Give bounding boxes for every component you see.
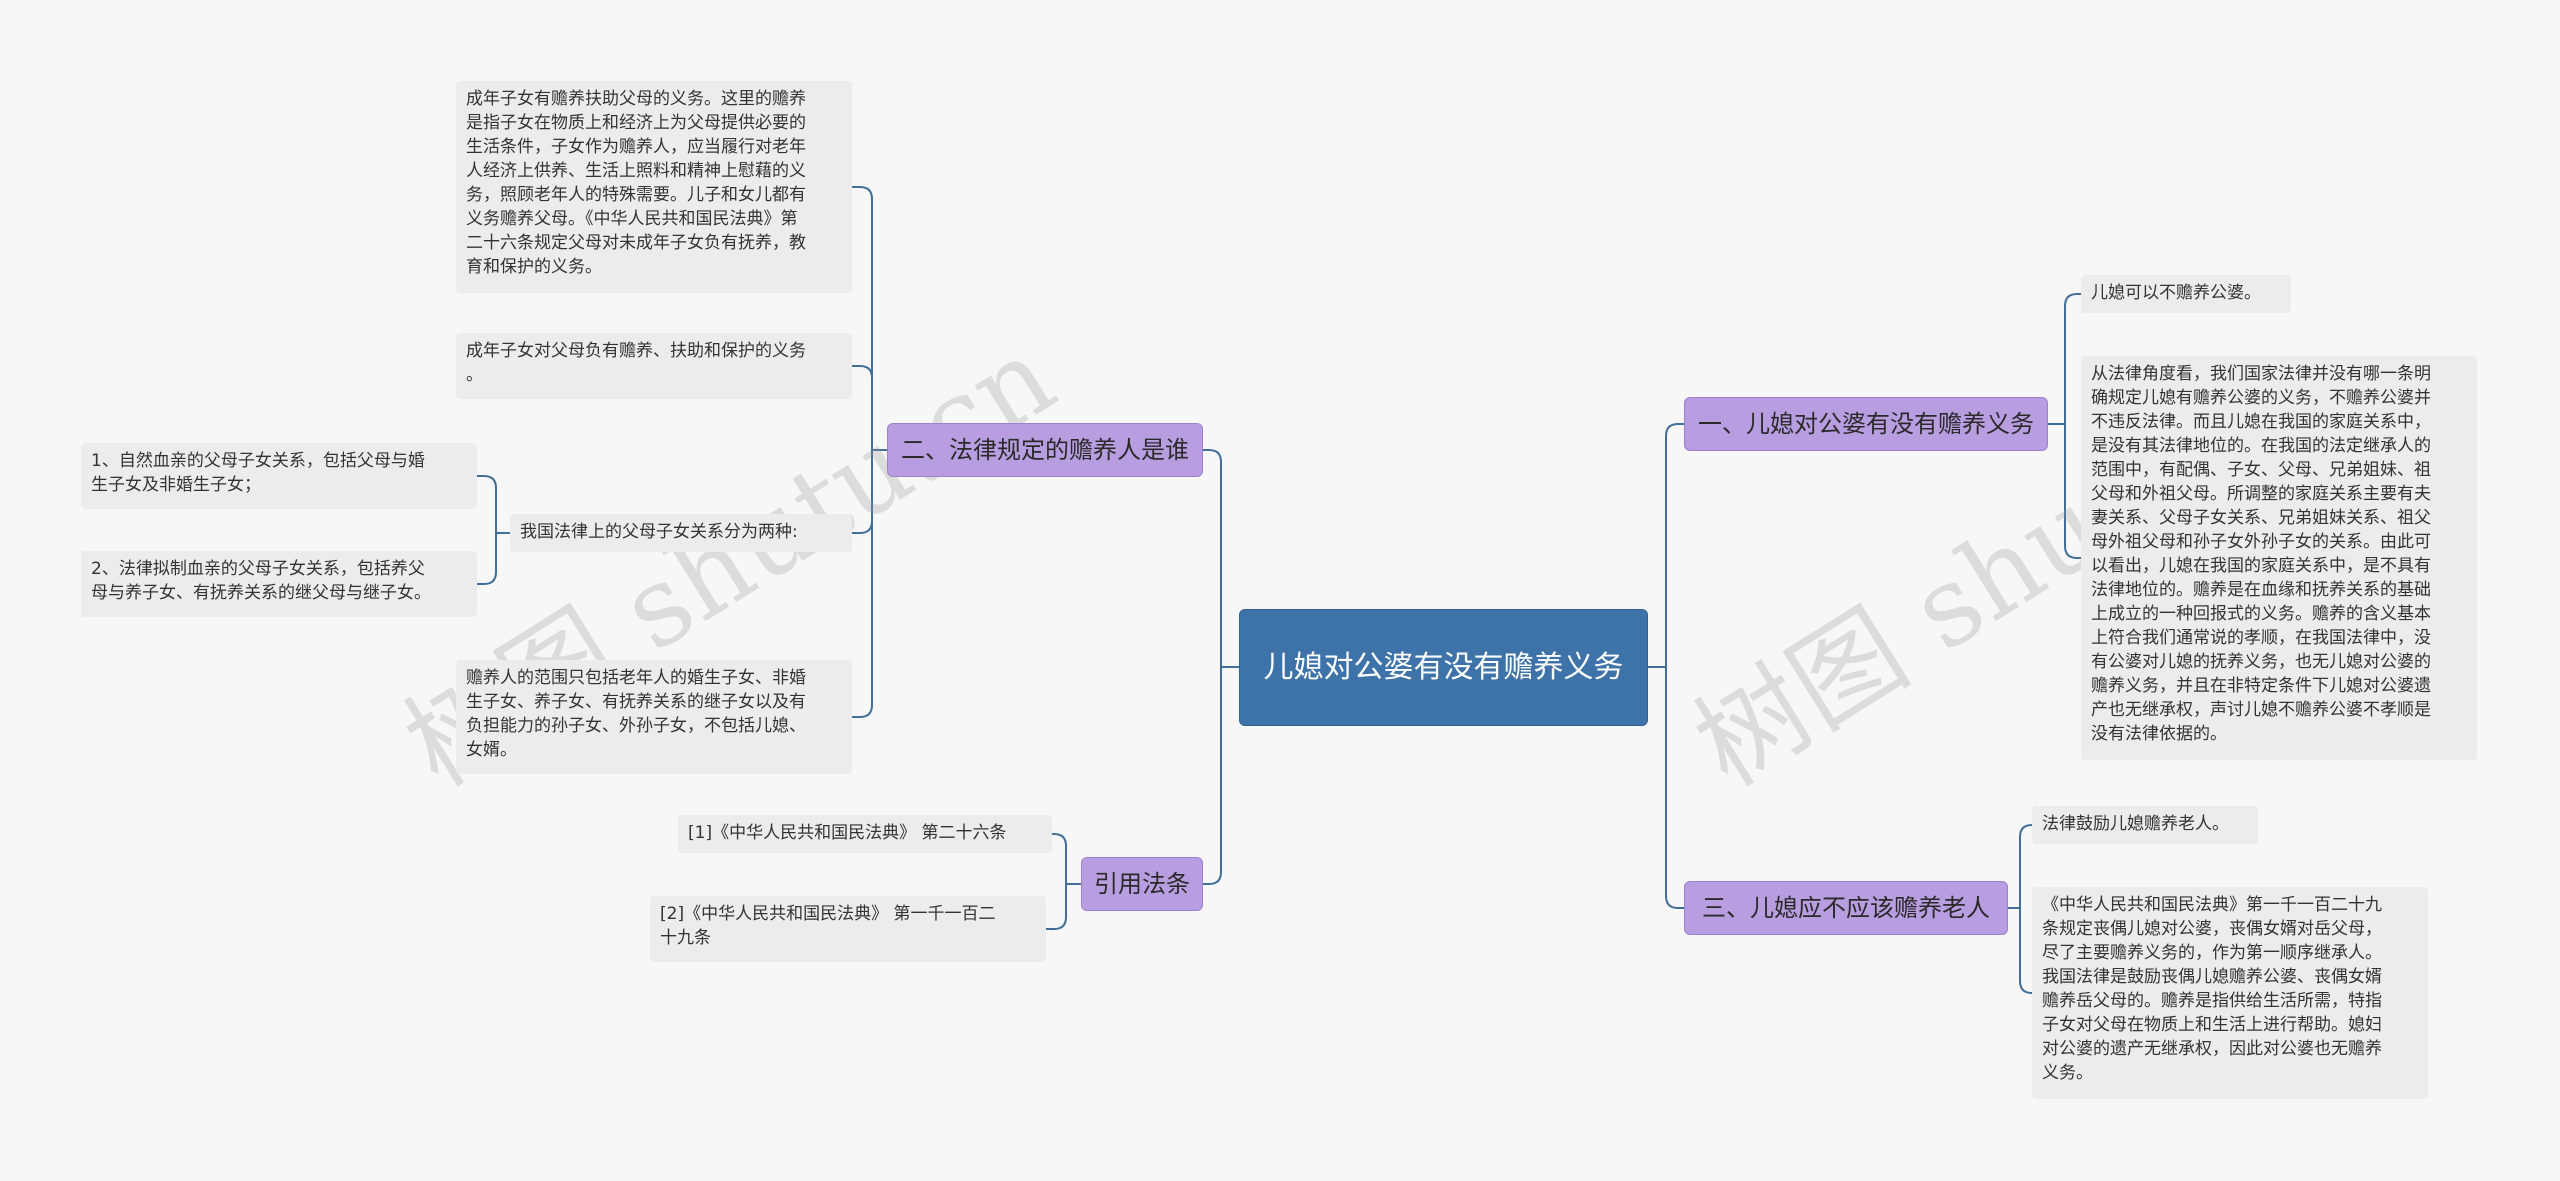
leaf-two-a[interactable]: 成年子女有赡养扶助父母的义务。这里的赡养 是指子女在物质上和经济上为父母提供必要… — [456, 81, 852, 293]
root-topic[interactable]: 儿媳对公婆有没有赡养义务 — [1239, 609, 1648, 726]
b1-link-0 — [2064, 293, 2093, 424]
b2-link-3 — [844, 450, 873, 718]
root-left-link-0 — [1193, 449, 1222, 667]
leaf-two-d[interactable]: 赡养人的范围只包括老年人的婚生子女、非婚 生子女、养子女、有抚养关系的继子女以及… — [456, 660, 852, 774]
leaf-one-b[interactable]: 从法律角度看，我们国家法律并没有哪一条明 确规定儿媳有赡养公婆的义务，不赡养公婆… — [2081, 356, 2477, 760]
b3-link-0 — [2019, 824, 2048, 908]
b2c-link-0 — [468, 475, 497, 533]
leaf-two-c-sub-a[interactable]: 1、自然血亲的父母子女关系，包括父母与婚 生子女及非婚生子女； — [81, 443, 477, 509]
branch-one[interactable]: 一、儿媳对公婆有没有赡养义务 — [1684, 397, 2048, 451]
b1-link-1 — [2064, 424, 2093, 559]
root-left-link-1 — [1193, 667, 1222, 885]
b4-link-1 — [1038, 884, 1067, 930]
b2-link-0 — [844, 186, 873, 450]
branch-three[interactable]: 三、儿媳应不应该赡养老人 — [1684, 881, 2008, 935]
b4-link-0 — [1038, 833, 1067, 884]
b2-link-1 — [844, 365, 873, 450]
leaf-one-a[interactable]: 儿媳可以不赡养公婆。 — [2081, 275, 2291, 313]
root-right-link-0 — [1665, 423, 1694, 667]
leaf-four-b[interactable]: [2]《中华人民共和国民法典》 第一千一百二 十九条 — [650, 896, 1046, 962]
root-right-link-1 — [1665, 667, 1694, 909]
leaf-two-c[interactable]: 我国法律上的父母子女关系分为两种: — [510, 514, 852, 552]
b2c-link-1 — [468, 533, 497, 585]
branch-four[interactable]: 引用法条 — [1081, 857, 1203, 911]
leaf-two-c-sub-b[interactable]: 2、法律拟制血亲的父母子女关系，包括养父 母与养子女、有抚养关系的继父母与继子女… — [81, 551, 477, 617]
leaf-four-a[interactable]: [1]《中华人民共和国民法典》 第二十六条 — [678, 815, 1052, 853]
leaf-two-b[interactable]: 成年子女对父母负有赡养、扶助和保护的义务 。 — [456, 333, 852, 399]
b3-link-1 — [2019, 908, 2048, 994]
branch-two[interactable]: 二、法律规定的赡养人是谁 — [887, 423, 1203, 477]
leaf-three-a[interactable]: 法律鼓励儿媳赡养老人。 — [2032, 806, 2258, 844]
leaf-three-b[interactable]: 《中华人民共和国民法典》第一千一百二十九 条规定丧偶儿媳对公婆，丧偶女婿对岳父母… — [2032, 887, 2428, 1099]
